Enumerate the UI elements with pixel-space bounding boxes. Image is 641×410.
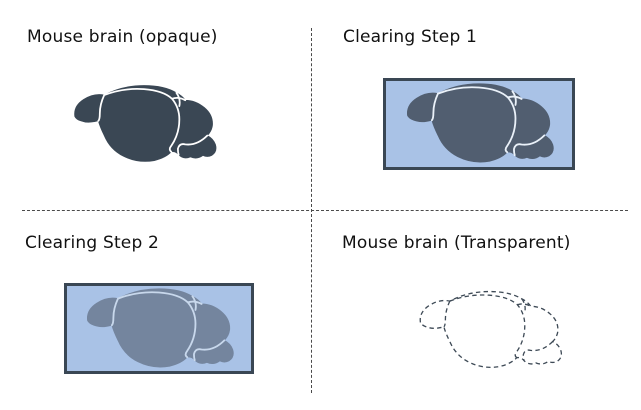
panel-label-step2: Clearing Step 2 xyxy=(25,233,160,253)
mouse-brain-opaque-illustration xyxy=(70,84,218,165)
divider-vertical xyxy=(311,28,312,393)
mouse-brain-transparent-illustration xyxy=(416,290,563,371)
divider-horizontal xyxy=(22,210,628,211)
panel-label-opaque: Mouse brain (opaque) xyxy=(27,27,218,47)
mouse-brain-step1-illustration xyxy=(403,82,555,166)
clearing-solution-container-step2 xyxy=(64,283,254,374)
panel-label-step1: Clearing Step 1 xyxy=(343,27,478,47)
panel-label-transparent: Mouse brain (Transparent) xyxy=(342,233,571,253)
clearing-solution-container-step1 xyxy=(383,78,575,170)
mouse-brain-step2-illustration xyxy=(83,287,235,371)
